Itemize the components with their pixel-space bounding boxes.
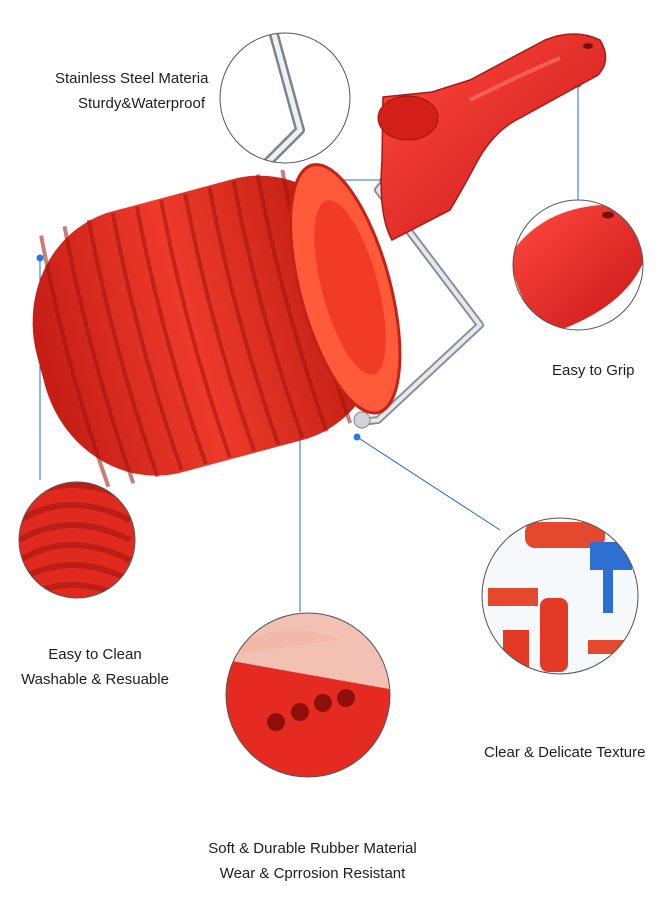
caption-rubber: Soft & Durable Rubber Material Wear & Cp… <box>205 836 420 886</box>
caption-steel-line2: Sturdy&Waterproof <box>78 95 205 112</box>
caption-texture-line1: Clear & Delicate Texture <box>484 744 646 761</box>
caption-texture: Clear & Delicate Texture <box>484 740 645 765</box>
inset-steel <box>219 32 351 164</box>
caption-rubber-line2: Wear & Cprrosion Resistant <box>219 865 406 882</box>
caption-grip: Easy to Grip <box>552 358 635 383</box>
caption-clean-line1: Easy to Clean <box>48 646 142 663</box>
inset-texture <box>481 517 639 675</box>
inset-rubber <box>225 612 391 778</box>
caption-steel: Stainless Steel Materia Sturdy&Waterproo… <box>55 66 209 116</box>
inset-grip <box>512 199 644 331</box>
handle <box>377 33 607 241</box>
roller-body <box>32 163 402 488</box>
caption-rubber-line1: Soft & Durable Rubber Material <box>208 840 417 857</box>
caption-clean: Easy to Clean Washable & Resuable <box>20 642 170 692</box>
caption-steel-line1: Stainless Steel Materia <box>55 70 209 87</box>
caption-grip-line1: Easy to Grip <box>552 362 635 379</box>
inset-clean <box>18 481 136 599</box>
caption-clean-line2: Washable & Resuable <box>21 671 169 688</box>
